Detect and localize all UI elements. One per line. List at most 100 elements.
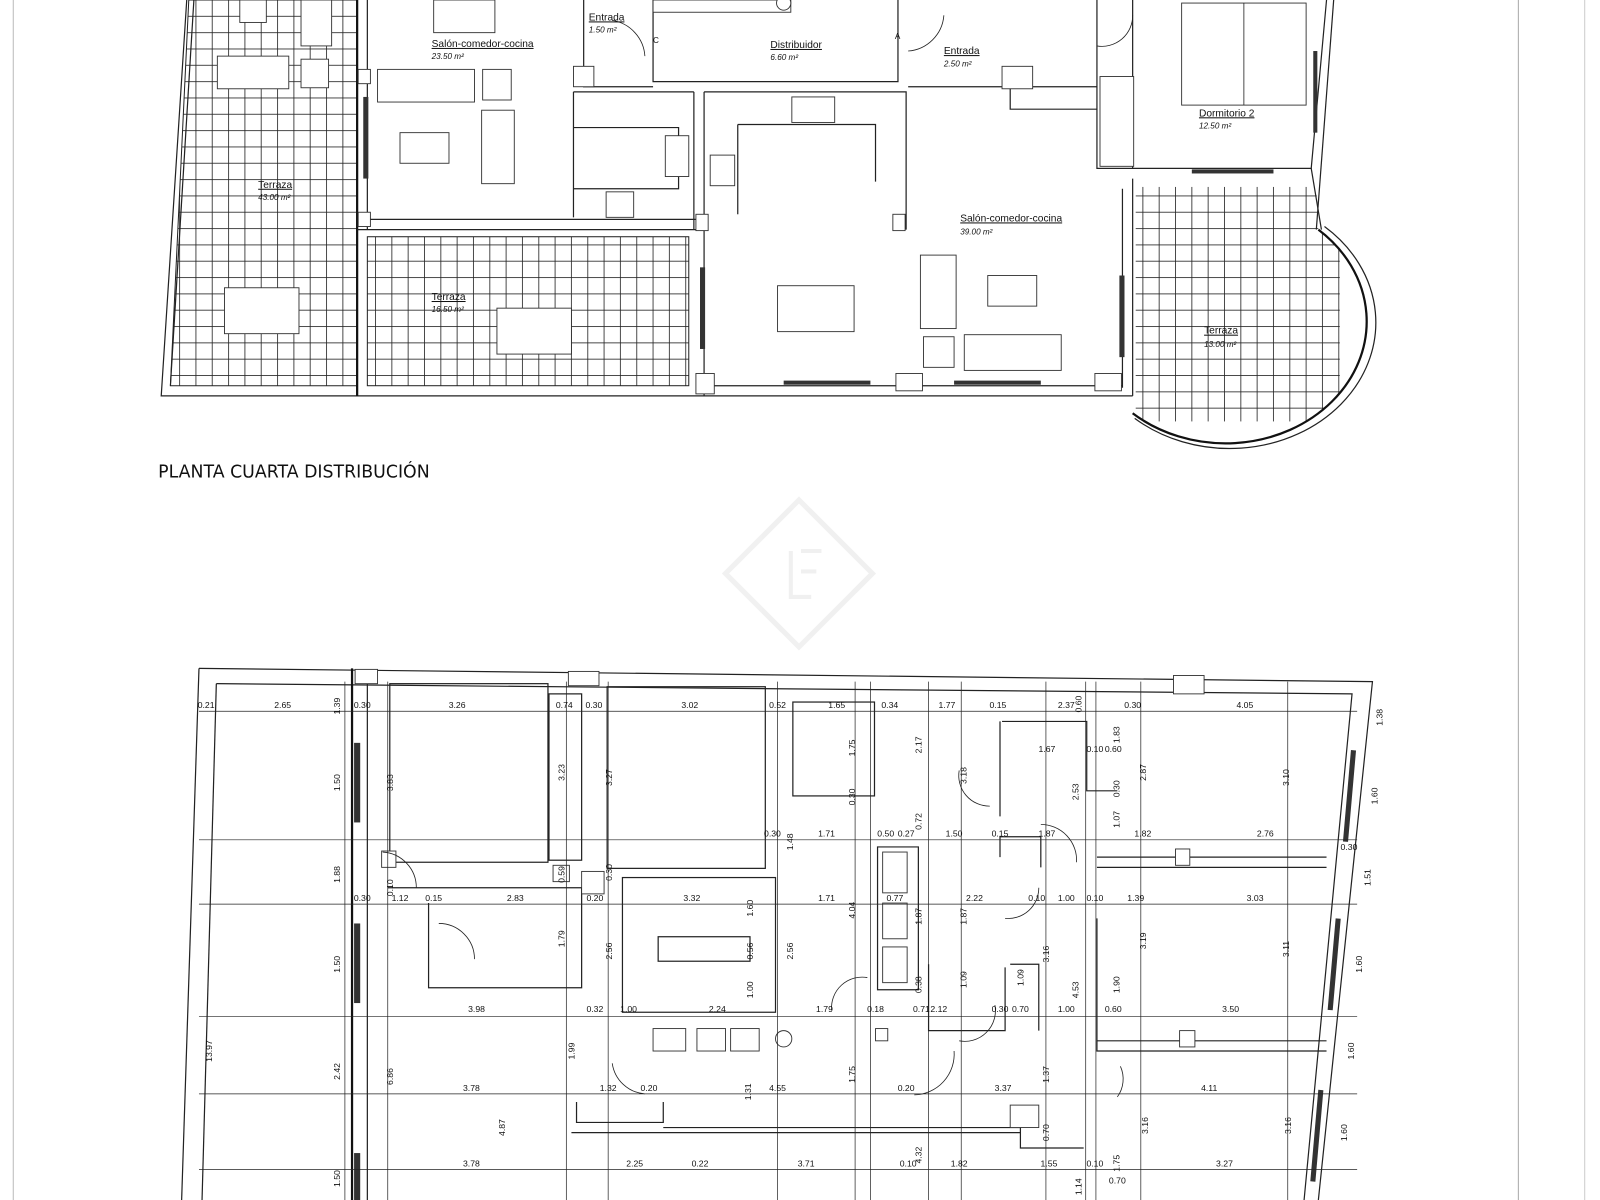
room-area-salon-23: 23.50 m²	[431, 52, 464, 61]
dimension-label: 3.83	[385, 774, 395, 791]
dimension-label: 3.18	[958, 767, 968, 784]
dimension-label: 4.55	[769, 1083, 786, 1093]
dimension-label: 0.77	[886, 893, 903, 903]
dimension-label: 1.09	[958, 971, 968, 988]
dimension-label: 2.12	[930, 1004, 947, 1014]
dimension-label: 1.39	[332, 698, 342, 715]
dimension-label: 0.20	[586, 893, 603, 903]
dimension-label: 3.71	[798, 1158, 815, 1168]
dimension-label: 3.32	[683, 893, 700, 903]
dimension-label: 1.60	[1346, 1042, 1356, 1059]
room-label-terraza-43: Terraza	[258, 180, 292, 191]
dimension-label: 3.27	[604, 769, 614, 786]
dimension-label: 0.56	[745, 942, 755, 959]
dimension-label: 0.50	[877, 829, 894, 839]
dimension-label: 0.60	[1074, 695, 1084, 712]
dimension-label: 1.14	[1074, 1178, 1084, 1195]
dimension-label: 1.38	[1375, 709, 1385, 726]
dimension-label: 4.05	[1236, 700, 1253, 710]
dimension-label: 3.02	[681, 700, 698, 710]
dimension-label: 0.10	[1028, 893, 1045, 903]
dimension-label: 1.31	[743, 1083, 753, 1100]
lower-plan: 0.21 2.65 1.39 0.30 3.26 0.74 0.30 3.02 0.52 1.65…	[181, 667, 1385, 1200]
dimension-label: 0.10	[385, 879, 395, 896]
furniture	[216, 0, 1307, 371]
dimension-label: 1.37	[1041, 1066, 1051, 1083]
dimension-label: 0.59	[556, 866, 566, 883]
dimension-label: 1.79	[556, 930, 566, 947]
dimension-label: 0.60	[1105, 1004, 1122, 1014]
dimension-label: 0.30	[354, 893, 371, 903]
dimension-label: 2.87	[1138, 764, 1148, 781]
dimension-label: 2.22	[966, 893, 983, 903]
dimension-label: 0.21	[198, 700, 215, 710]
dimension-label: 3.37	[995, 1083, 1012, 1093]
dimension-label: 0.30	[764, 829, 781, 839]
dimension-label: 3.16	[1283, 1117, 1293, 1134]
dimension-label: 2.25	[626, 1158, 643, 1168]
dimension-label: 0.15	[990, 700, 1007, 710]
room-label-salon-39: Salón-comedor-cocina	[960, 213, 1062, 224]
dimension-label: 13.97	[204, 1040, 214, 1062]
room-area-terraza-43: 43.00 m²	[258, 193, 290, 202]
dimension-label: 3.11	[1281, 941, 1291, 957]
dimension-label: 1.32	[600, 1083, 617, 1093]
dimension-label: 1.50	[332, 956, 342, 973]
dimension-label: 0.15	[992, 829, 1009, 839]
dimension-label: 1.83	[1111, 726, 1121, 743]
dimension-label: 0.32	[586, 1004, 603, 1014]
dimension-label: 3.19	[1138, 932, 1148, 949]
dimension-label: 3.98	[468, 1004, 485, 1014]
room-area-entrada-c: 1.50 m²	[589, 26, 617, 35]
dimension-label: 0.30	[1341, 842, 1358, 852]
terrace-13-curved-railing	[1131, 228, 1368, 445]
dimension-label: 3.03	[1247, 893, 1264, 903]
dimension-label: 2.65	[274, 700, 291, 710]
dimension-label: 1.00	[745, 981, 755, 998]
dimension-label: 1.79	[816, 1004, 833, 1014]
dimension-label: 2.17	[913, 736, 923, 753]
room-label-terraza-16: Terraza	[432, 292, 466, 303]
dimension-label: 1.71	[818, 829, 835, 839]
dimension-label: 0.15	[425, 893, 442, 903]
dimension-label: 3.23	[556, 764, 566, 781]
dimension-label: 1.60	[1339, 1124, 1349, 1141]
dimension-label: 0.30	[1124, 700, 1141, 710]
dimension-label: 0.22	[692, 1158, 709, 1168]
dimension-label: 1.50	[946, 829, 963, 839]
dimension-label: 1.90	[1111, 976, 1121, 993]
dimension-label: 1.87	[958, 908, 968, 925]
dimension-label: 1.77	[939, 700, 956, 710]
dimension-label: 3.78	[463, 1083, 480, 1093]
room-label-dormitorio-2: Dormitorio 2	[1199, 108, 1255, 119]
dimension-label: 0.10	[1086, 744, 1103, 754]
dimension-label: 0.30	[604, 864, 614, 881]
dimension-label: 1.60	[1354, 956, 1364, 973]
dimension-label: 1.65	[828, 700, 845, 710]
dimension-label: 3.26	[449, 700, 466, 710]
room-label-terraza-13: Terraza	[1204, 326, 1238, 337]
dimension-label: 1.50	[332, 774, 342, 791]
dimension-label: 0.72	[913, 813, 923, 830]
dimension-label: 0.30	[992, 1004, 1009, 1014]
dimension-label: 1.60	[1370, 787, 1380, 804]
dimension-label: 3.27	[1216, 1158, 1233, 1168]
dimension-label: 0.18	[867, 1004, 884, 1014]
dimension-label: 0.52	[769, 700, 786, 710]
dimension-label: 2.76	[1257, 829, 1274, 839]
dimension-label: 4.87	[497, 1119, 507, 1136]
dimension-label: 2.83	[507, 893, 524, 903]
dimension-label: 1.71	[818, 893, 835, 903]
dimension-label: 0.20	[898, 1083, 915, 1093]
dimension-label: 0.74	[556, 700, 573, 710]
dimension-label: 1.99	[566, 1042, 576, 1059]
dimension-label: 1.82	[1134, 829, 1151, 839]
dimension-label: 0.60	[1105, 744, 1122, 754]
room-area-distribuidor: 6.60 m²	[770, 53, 798, 62]
dimension-label: 1.88	[332, 866, 342, 883]
dimension-label: 0.30	[585, 700, 602, 710]
dimension-label: 2.56	[604, 942, 614, 959]
dimension-label: 1.00	[1058, 1004, 1075, 1014]
dimension-label: 1.55	[1041, 1158, 1058, 1168]
dimension-label: 4.04	[847, 902, 857, 919]
